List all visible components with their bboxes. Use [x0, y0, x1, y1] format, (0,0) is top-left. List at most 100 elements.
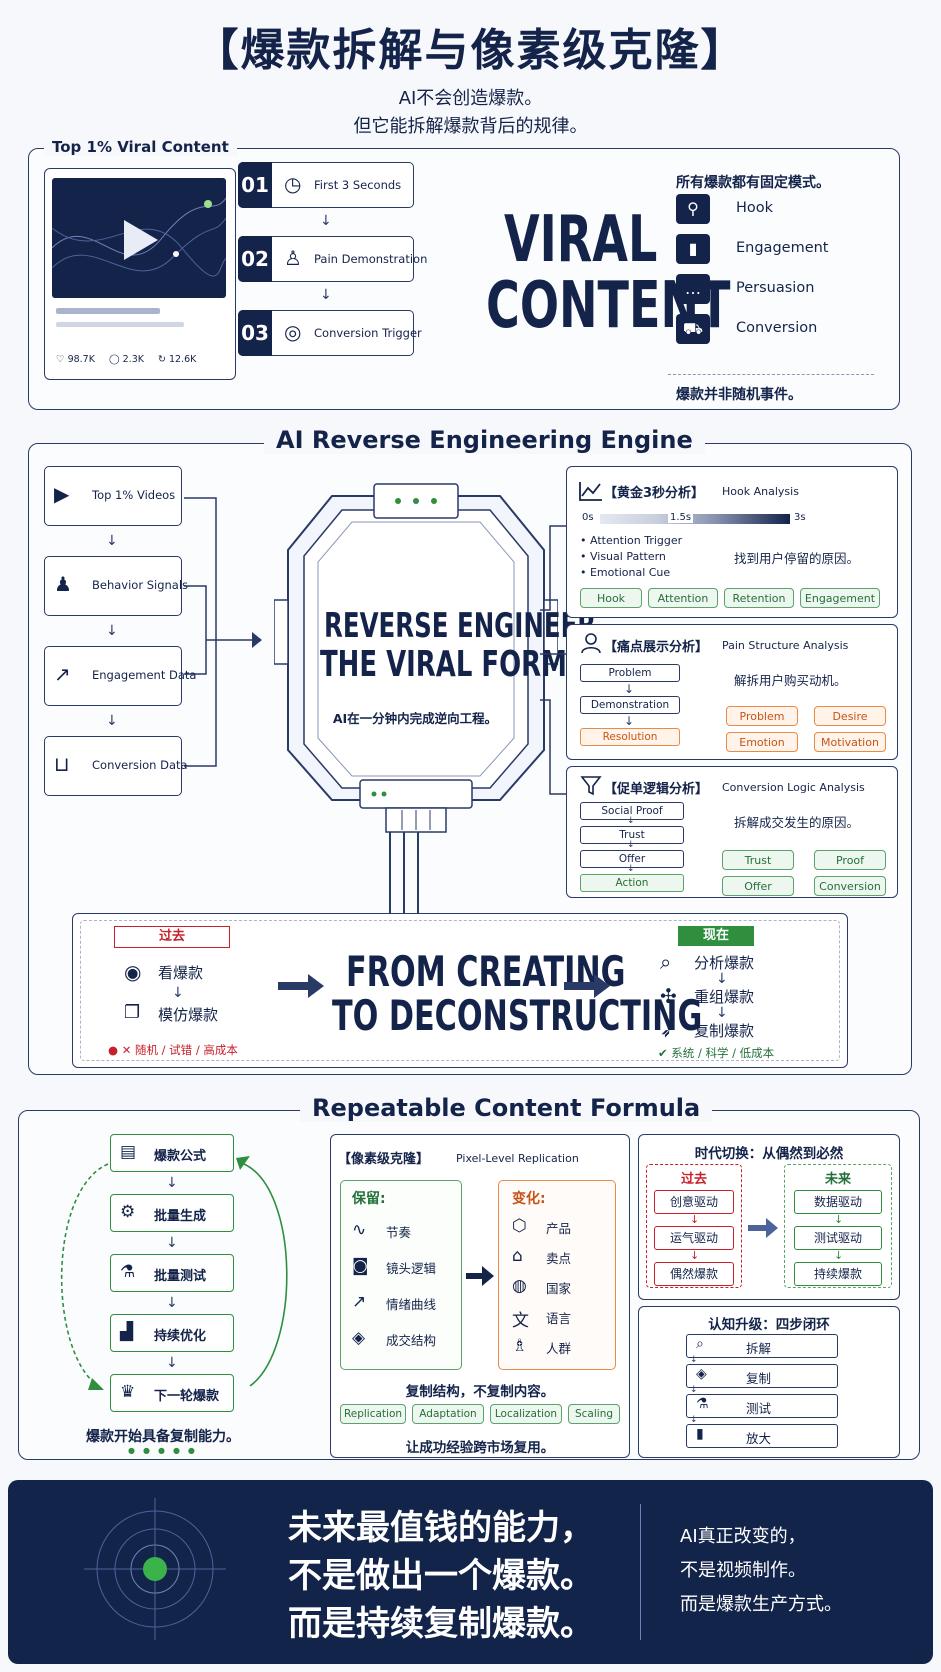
change-item: 人群: [546, 1341, 572, 1356]
keep-item: 镜头逻辑: [386, 1261, 437, 1276]
pain-tag[interactable]: Motivation: [814, 732, 886, 752]
keep-box: [340, 1180, 462, 1370]
pattern-label: Hook: [736, 200, 774, 216]
pattern-label: Persuasion: [736, 280, 815, 296]
loop-note: 爆款开始具备复制能力。: [86, 1429, 240, 1445]
tag-icon: ⌂: [512, 1246, 523, 1266]
likes-count: 98.7K: [67, 354, 95, 365]
engine-title: AI Reverse Engineering Engine: [264, 426, 705, 454]
input-card[interactable]: [44, 466, 182, 526]
gear-icon: ⚙: [120, 1202, 136, 1222]
pixel-foot: 让成功经验跨市场复用。: [405, 1440, 555, 1456]
arrow-right-icon-2: [564, 974, 610, 998]
shares[interactable]: ↻ 12.6K: [158, 354, 196, 365]
loop4-label: 拆解: [746, 1341, 772, 1356]
loop-step[interactable]: [110, 1374, 234, 1412]
loop-step[interactable]: [110, 1254, 234, 1292]
rocket-icon: ➶: [660, 1018, 677, 1042]
target-icon: ◎: [284, 320, 302, 344]
arrow-right-icon-4: [748, 1218, 778, 1238]
loop-step[interactable]: [110, 1134, 234, 1172]
pixel-tag[interactable]: Replication: [340, 1404, 406, 1424]
loop-dots: ●●●●●: [128, 1446, 203, 1455]
step-label: Conversion Trigger: [314, 326, 422, 340]
likes[interactable]: ♡ 98.7K: [56, 354, 95, 365]
input-card[interactable]: [44, 736, 182, 796]
trophy-icon: ♛: [120, 1382, 136, 1402]
loop4-step[interactable]: [686, 1334, 838, 1358]
arrow-down-icon: ↓: [172, 985, 184, 1001]
video-thumbnail[interactable]: [51, 178, 227, 298]
conv-tag[interactable]: Offer: [722, 876, 794, 896]
now-label: 现在: [678, 926, 754, 946]
box-icon: ⬡: [512, 1216, 527, 1236]
bar-chart-icon: ▮: [676, 234, 710, 264]
conv-tag[interactable]: Proof: [814, 850, 886, 870]
era-past-box: [646, 1164, 742, 1288]
pain-title: 【痛点展示分析】: [604, 640, 709, 655]
eye-icon: ◉: [124, 960, 142, 984]
subtitle-1: AI不会创造爆款。: [398, 88, 543, 109]
pixel-tag[interactable]: Adaptation: [412, 1404, 484, 1424]
trend-icon: ↗: [352, 1292, 367, 1312]
core-line-1: REVERSE ENGINEER: [324, 606, 597, 646]
loop4-step[interactable]: [686, 1424, 838, 1448]
loop-label: 爆款公式: [154, 1149, 207, 1164]
era-future-item: 测试驱动: [794, 1226, 882, 1250]
pain-tag[interactable]: Problem: [726, 706, 798, 726]
pixel-tag[interactable]: Localization: [490, 1404, 562, 1424]
footer-side-3: 而是爆款生产方式。: [680, 1594, 842, 1615]
loop4-step[interactable]: [686, 1394, 838, 1418]
loop-label: 下一轮爆款: [154, 1389, 220, 1404]
comments[interactable]: ◯ 2.3K: [109, 354, 144, 365]
arrow-down-icon: ↓: [834, 1213, 844, 1226]
pixel-tag[interactable]: Scaling: [568, 1404, 620, 1424]
era-past-label: 过去: [680, 1172, 707, 1187]
hook-timeline: [600, 514, 790, 524]
pain-tag[interactable]: Emotion: [726, 732, 798, 752]
hook-t0: 0s: [582, 512, 594, 523]
bar-chart-icon: ▮: [696, 1426, 704, 1442]
video-stats: ♡ 98.7K ◯ 2.3K ↻ 12.6K: [56, 354, 196, 365]
footer-line-3: 而是持续复制爆款。: [288, 1604, 594, 1644]
chat-icon: …: [676, 274, 710, 304]
step-number: 02: [238, 236, 272, 282]
hook-icon: ⚲: [676, 194, 710, 224]
arrow-down-icon: ↓: [627, 816, 635, 826]
change-label: 变化:: [512, 1191, 546, 1207]
hook-tag[interactable]: Hook: [580, 588, 642, 608]
arrow-down-icon: ↓: [106, 623, 118, 639]
era-future-item: 持续爆款: [794, 1262, 882, 1286]
pain-tag[interactable]: Desire: [814, 706, 886, 726]
pixel-title: 【像素级克隆】: [338, 1152, 430, 1167]
input-connectors: [184, 497, 262, 767]
conv-tag[interactable]: Conversion: [814, 876, 886, 896]
funnel-icon: [580, 776, 602, 796]
loop4-label: 测试: [746, 1401, 772, 1416]
patterns-divider: [668, 374, 874, 375]
loop-step[interactable]: [110, 1314, 234, 1352]
input-card[interactable]: [44, 556, 182, 616]
arrow-down-icon: ↓: [320, 287, 332, 303]
hook-bullet: • Visual Pattern: [580, 550, 666, 563]
conv-flow-step: Action: [580, 874, 684, 892]
hook-tag[interactable]: Attention: [648, 588, 718, 608]
viral-footnote: 爆款并非随机事件。: [676, 387, 802, 403]
hook-tag[interactable]: Retention: [724, 588, 794, 608]
cables-graphic: [389, 832, 419, 914]
comment-icon: ◯: [108, 354, 120, 365]
loop-step[interactable]: [110, 1194, 234, 1232]
pain-en: Pain Structure Analysis: [722, 639, 849, 652]
input-label: Top 1% Videos: [92, 488, 176, 502]
conv-tag[interactable]: Trust: [722, 850, 794, 870]
keep-label: 保留:: [352, 1191, 386, 1207]
arrow-down-icon: ↓: [627, 864, 635, 874]
input-card[interactable]: [44, 646, 182, 706]
change-item: 语言: [546, 1311, 572, 1326]
hook-tag[interactable]: Engagement: [800, 588, 880, 608]
red-dot-icon: ● ✕: [108, 1043, 132, 1057]
arrow-down-icon: ↓: [166, 1295, 178, 1311]
footer-line-1: 未来最值钱的能力，: [288, 1508, 594, 1548]
shares-count: 12.6K: [168, 354, 197, 365]
loop4-step[interactable]: [686, 1364, 838, 1388]
